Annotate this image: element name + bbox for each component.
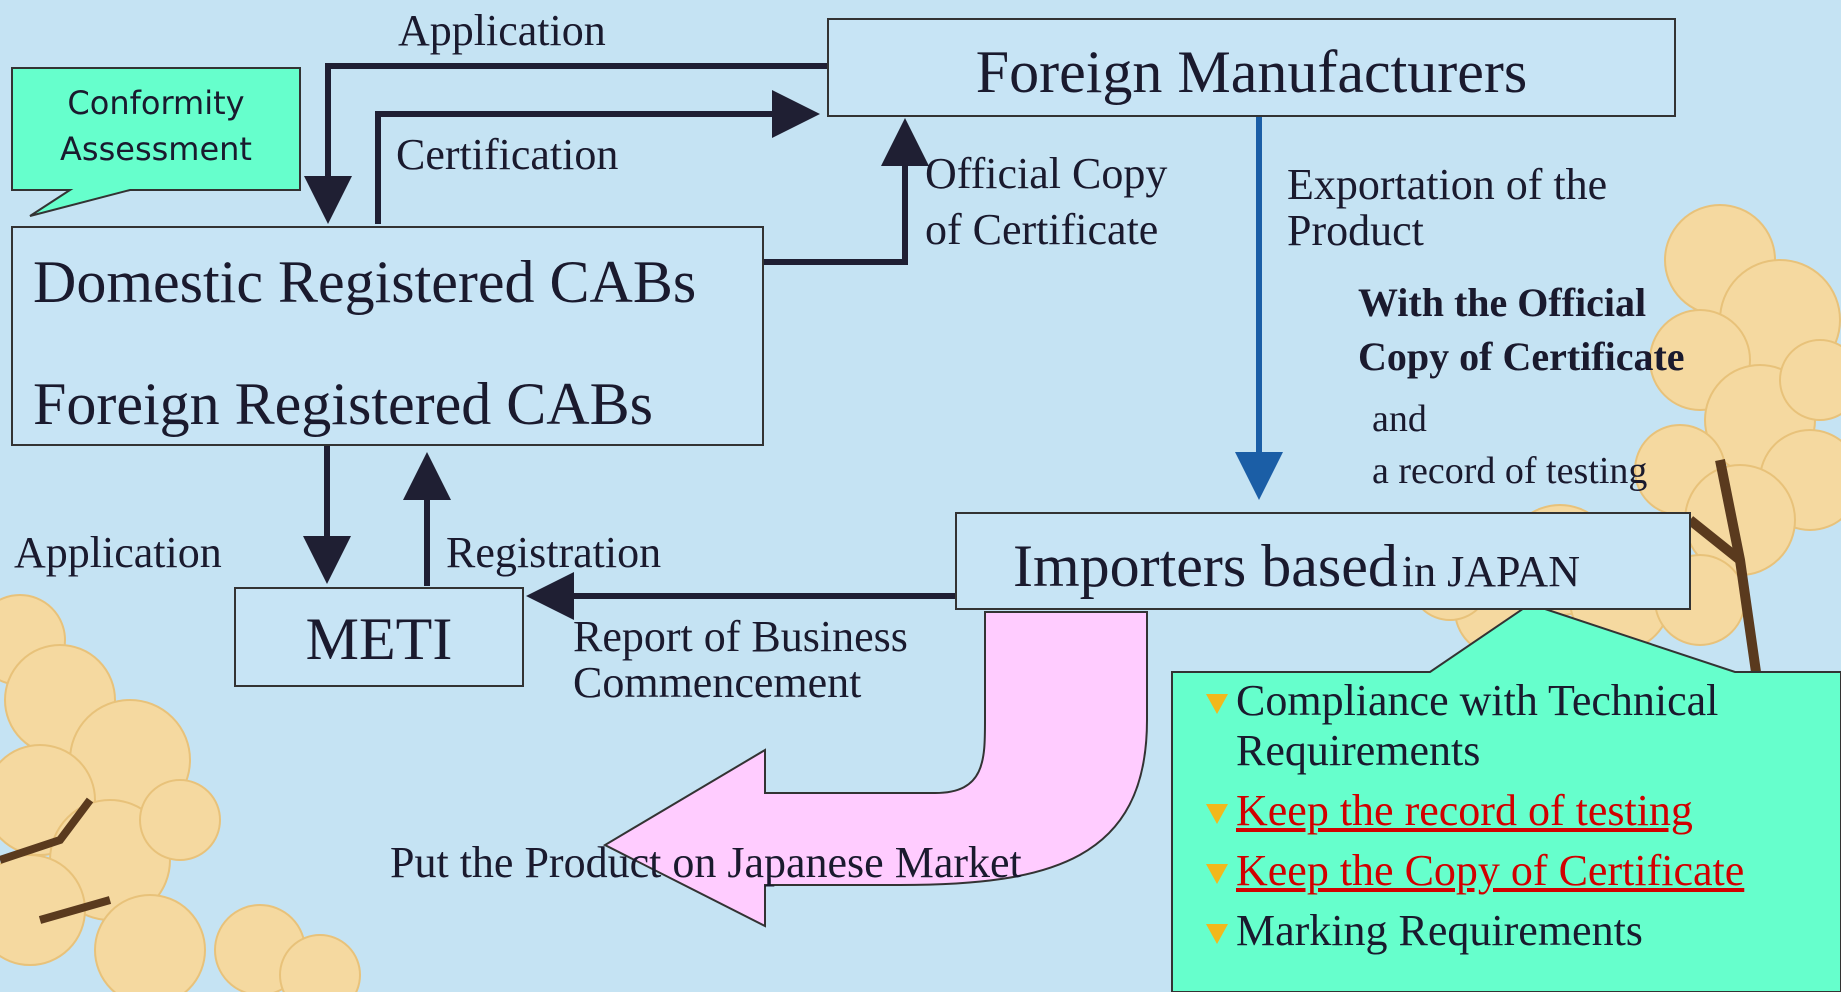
registered-cabs-box: Domestic Registered CABs Foreign Registe… — [11, 226, 764, 446]
requirements-list: Compliance with Technical Requirements K… — [1202, 676, 1744, 956]
and-label: and — [1372, 398, 1427, 440]
triangle-bullet-icon — [1206, 864, 1228, 884]
conformity-bubble-text: Conformity Assessment — [12, 80, 300, 172]
tree-branches-right — [1686, 459, 1765, 701]
arrow-official-copy — [762, 118, 929, 265]
official-copy-line-1: Official Copy — [925, 149, 1168, 198]
importers-label: Importers based in JAPAN — [1013, 532, 1580, 601]
market-curved-arrow — [602, 611, 1148, 928]
report-line-2: Commencement — [573, 658, 862, 707]
meti-label: METI — [305, 606, 453, 672]
requirement-item: Marking Requirements — [1202, 906, 1744, 956]
conformity-line-1: Conformity — [67, 84, 245, 122]
importers-suffix-text: in JAPAN — [1401, 547, 1580, 596]
requirement-item: Keep the record of testing — [1202, 786, 1744, 836]
application-bottom-label: Application — [14, 528, 222, 577]
requirement-item: Keep the Copy of Certificate — [1202, 846, 1744, 896]
foreign-cabs-label: Foreign Registered CABs — [33, 371, 653, 437]
foreign-manufacturers-label: Foreign Manufacturers — [975, 39, 1528, 105]
importers-box: Importers based in JAPAN — [955, 512, 1691, 610]
foreign-manufacturers-box: Foreign Manufacturers — [827, 18, 1676, 117]
triangle-bullet-icon — [1206, 924, 1228, 944]
requirement-text-line-2: Requirements — [1236, 726, 1481, 775]
tree-branches-left — [0, 797, 112, 924]
with-official-line-2: Copy of Certificate — [1358, 334, 1685, 379]
requirement-text: Keep the Copy of Certificate — [1236, 846, 1745, 895]
certification-label: Certification — [396, 130, 619, 179]
report-business-label: Report of Business Commencement — [573, 614, 908, 706]
requirement-text: Compliance with Technical — [1236, 676, 1719, 725]
domestic-cabs-label: Domestic Registered CABs — [33, 249, 697, 315]
conformity-line-2: Assessment — [60, 130, 252, 168]
arrow-certification — [375, 90, 820, 224]
triangle-bullet-icon — [1206, 694, 1228, 714]
market-label: Put the Product on Japanese Market — [390, 838, 1022, 887]
record-testing-label: a record of testing — [1372, 450, 1648, 492]
requirement-text: Keep the record of testing — [1236, 786, 1693, 835]
requirements-bubble-shape — [1171, 602, 1841, 992]
with-official-line-1: With the Official — [1358, 280, 1647, 325]
requirements-panel: Compliance with Technical Requirements K… — [1202, 676, 1744, 966]
requirement-item: Compliance with Technical Requirements — [1202, 676, 1744, 776]
meti-box: METI — [234, 587, 524, 687]
requirement-text: Marking Requirements — [1236, 906, 1643, 955]
with-official-copy-label: With the Official Copy of Certificate — [1358, 276, 1685, 384]
arrow-application-top — [304, 63, 828, 224]
report-line-1: Report of Business — [573, 612, 908, 661]
application-top-label: Application — [398, 6, 606, 55]
official-copy-line-2: of Certificate — [925, 205, 1159, 254]
conformity-bubble-shape — [11, 67, 301, 217]
official-copy-label: Official Copy of Certificate — [925, 146, 1167, 258]
exportation-line-2: Product — [1287, 206, 1424, 255]
importers-main-text: Importers based — [1013, 533, 1398, 599]
triangle-bullet-icon — [1206, 804, 1228, 824]
registration-label: Registration — [446, 528, 662, 577]
exportation-label: Exportation of the Product — [1287, 162, 1607, 254]
exportation-line-1: Exportation of the — [1287, 160, 1608, 209]
